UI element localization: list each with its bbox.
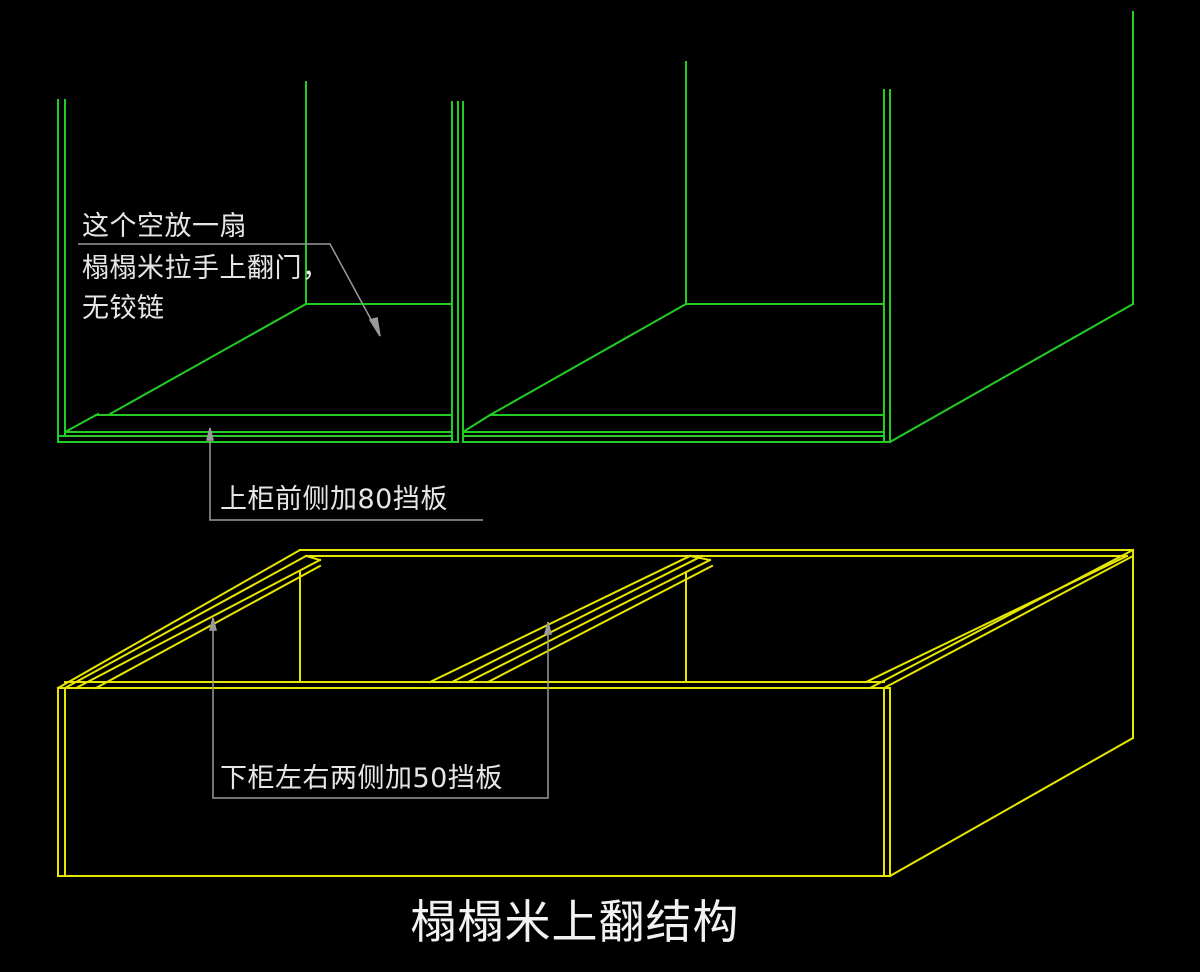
upper-note-line-1: 这个空放一扇 xyxy=(82,211,247,242)
side-board-arrow-right xyxy=(544,621,552,635)
note-leader xyxy=(78,243,381,337)
leader-lines xyxy=(78,243,552,799)
front-board-arrow xyxy=(206,427,214,441)
upper-cabinet-wireframe xyxy=(57,11,1135,444)
lower-side-boards-label: 下柜左右两侧加50挡板 xyxy=(220,763,503,794)
front-board-leader xyxy=(209,428,483,521)
upper-front-board-label: 上柜前侧加80挡板 xyxy=(220,484,448,515)
side-board-arrow-left xyxy=(209,617,217,631)
side-boards-leader xyxy=(212,618,549,799)
drawing-title: 榻榻米上翻结构 xyxy=(410,895,740,949)
upper-note-line-2: 榻榻米拉手上翻门， xyxy=(82,253,330,284)
upper-note-line-3: 无铰链 xyxy=(82,293,165,324)
note-arrow xyxy=(368,317,381,337)
lower-cabinet-wireframe xyxy=(56,548,1135,878)
